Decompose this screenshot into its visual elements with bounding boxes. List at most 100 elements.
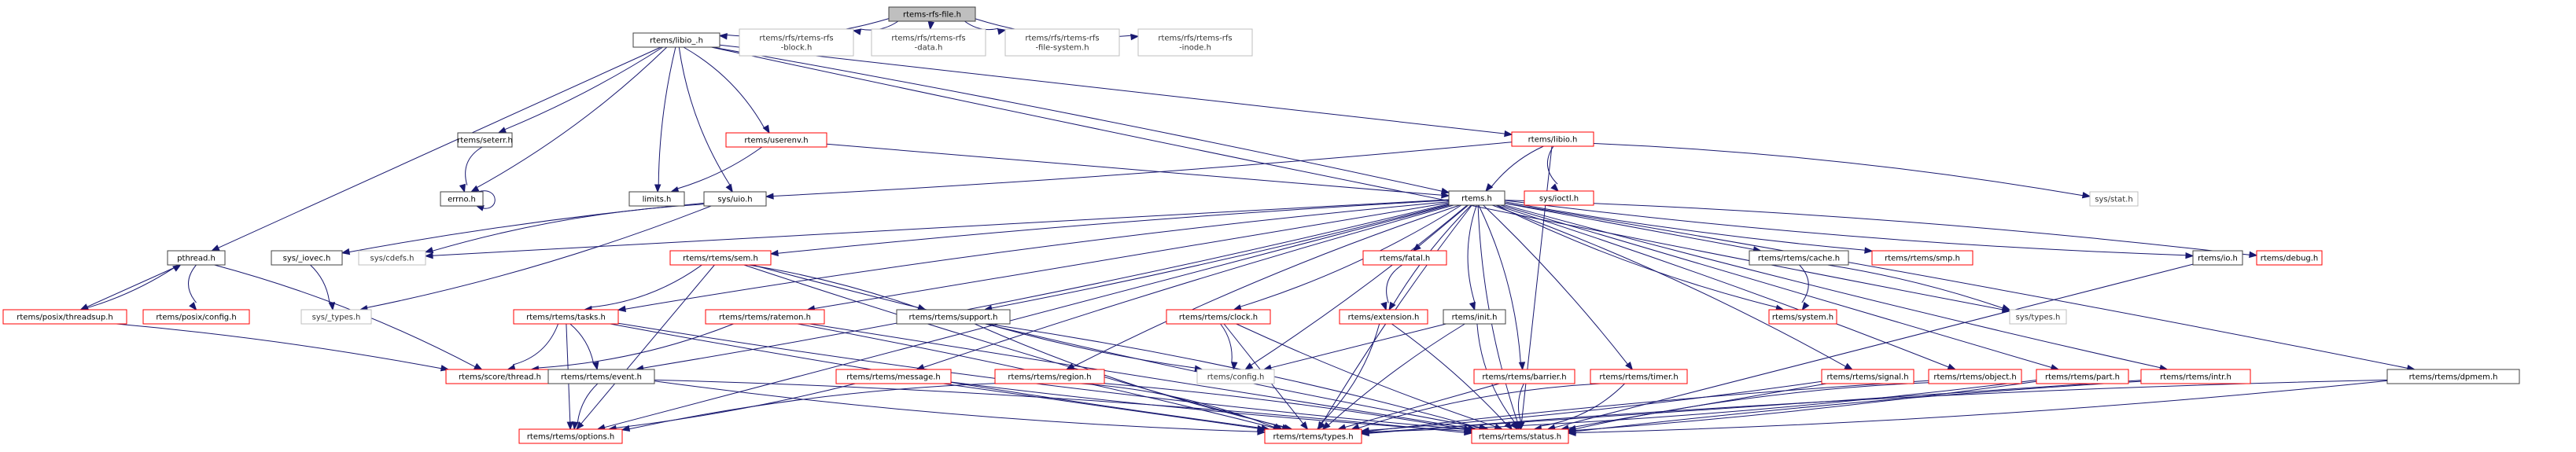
node-threadsup[interactable]: rtems/posix/threadsup.h: [2, 309, 127, 325]
edge-line: [1521, 145, 1553, 423]
edge-line: [1368, 380, 2037, 432]
node-root[interactable]: rtems-rfs-file.h: [888, 6, 976, 22]
node-label: -inode.h: [1179, 44, 1211, 53]
node-io[interactable]: rtems/io.h: [2192, 250, 2243, 266]
node-ratemon[interactable]: rtems/rtems/ratemon.h: [705, 309, 825, 325]
node-clock[interactable]: rtems/rtems/clock.h: [1166, 309, 1271, 325]
node-label: rtems/rfs/rtems-rfs: [891, 35, 965, 43]
node-init[interactable]: rtems/init.h: [1443, 309, 1506, 325]
node-rfs-block: rtems/rfs/rtems-rfs-block.h: [739, 28, 854, 57]
node-box: [1511, 131, 1594, 147]
edges-layer: [79, 18, 2416, 437]
arrowhead-icon: [617, 305, 627, 312]
node-dpmem[interactable]: rtems/rtems/dpmem.h: [2386, 369, 2520, 384]
arrowhead-icon: [592, 361, 599, 371]
edge-line: [643, 203, 1450, 369]
node-label: rtems/rtems/clock.h: [1179, 314, 1258, 322]
arrowhead-icon: [1518, 362, 1526, 371]
node-limits[interactable]: limits.h: [628, 191, 685, 207]
arrowhead-icon: [1360, 429, 1369, 437]
node-sem[interactable]: rtems/rtems/sem.h: [669, 250, 772, 266]
edge-line: [87, 264, 181, 307]
node-signal[interactable]: rtems/rtems/signal.h: [1821, 369, 1914, 384]
node-box: [705, 309, 825, 325]
node-uio[interactable]: sys/uio.h: [703, 191, 767, 207]
edge-libio_-to-errno: [470, 46, 668, 193]
node-box: [2192, 250, 2243, 266]
node-types[interactable]: rtems/rtems/types.h: [1264, 428, 1362, 444]
edge-line: [712, 46, 1443, 192]
node-system[interactable]: rtems/system.h: [1768, 309, 1837, 325]
node-rtems[interactable]: rtems.h: [1448, 190, 1505, 206]
node-label: rtems/rtems/ratemon.h: [719, 314, 811, 322]
node-barrier[interactable]: rtems/rtems/barrier.h: [1473, 369, 1575, 384]
edge-line: [1483, 204, 1628, 365]
node-libio[interactable]: rtems/libio.h: [1511, 131, 1594, 147]
edge-line: [1418, 204, 1469, 247]
node-timer[interactable]: rtems/rtems/timer.h: [1590, 369, 1688, 384]
node-label: rtems/score/thread.h: [459, 373, 541, 382]
node-region[interactable]: rtems/rtems/region.h: [994, 369, 1105, 384]
node-box: [1821, 369, 1914, 384]
edge-line: [617, 322, 1465, 430]
edge-line: [504, 46, 663, 130]
edge-iovec-to-_types: [310, 264, 336, 311]
node-support[interactable]: rtems/rtems/support.h: [896, 309, 1011, 325]
edge-line: [752, 264, 1482, 428]
edge-libio-to-status: [1518, 145, 1553, 431]
node-options[interactable]: rtems/rtems/options.h: [518, 428, 623, 444]
node-box: [2140, 369, 2251, 384]
node-posixcfg[interactable]: rtems/posix/config.h: [142, 309, 250, 325]
node-label: rtems/rtems/options.h: [527, 433, 614, 442]
edge-line: [654, 379, 1465, 433]
edge-rtems-to-signal: [1492, 204, 1854, 370]
node-libio-[interactable]: rtems/libio_.h: [632, 32, 720, 48]
edge-line: [814, 202, 1450, 309]
node-errno[interactable]: errno.h: [440, 191, 484, 207]
edge-line: [1554, 263, 2194, 428]
node-label: -data.h: [915, 44, 943, 53]
node-tasks[interactable]: rtems/rtems/tasks.h: [513, 309, 619, 325]
arrowhead-icon: [1244, 362, 1254, 370]
node-status[interactable]: rtems/rtems/status.h: [1471, 428, 1569, 444]
node-box: [2256, 250, 2323, 266]
node-label: pthread.h: [177, 255, 216, 263]
node-seterr[interactable]: rtems/seterr.h: [457, 132, 513, 148]
node-extension[interactable]: rtems/extension.h: [1339, 309, 1428, 325]
node-debug[interactable]: rtems/debug.h: [2256, 250, 2323, 266]
node-label: rtems-rfs-file.h: [903, 11, 961, 20]
arrowhead-icon: [1440, 187, 1450, 195]
node-fatal[interactable]: rtems/fatal.h: [1362, 250, 1447, 266]
edge-rtems-to-clock: [1233, 204, 1462, 311]
edge-line: [964, 20, 999, 31]
node-ioctl[interactable]: sys/ioctl.h: [1524, 190, 1594, 206]
edge-line: [943, 383, 1259, 429]
node-smp[interactable]: rtems/rtems/smp.h: [1871, 250, 1973, 266]
edge-support-to-config: [986, 323, 1203, 372]
edge-line: [1575, 380, 2037, 431]
node-event[interactable]: rtems/rtems/event.h: [547, 369, 655, 384]
node-label: rtems/io.h: [2198, 255, 2238, 263]
arrowhead-icon: [1485, 182, 1494, 193]
edge-libio_-to-rtems: [712, 46, 1450, 195]
edge-libio_-to-limits: [654, 46, 676, 193]
edge-rtems-to-intr: [1504, 204, 2169, 372]
node-pthread[interactable]: pthread.h: [167, 250, 226, 266]
edge-threadsup-to-pthread: [80, 264, 182, 311]
node-object[interactable]: rtems/rtems/object.h: [1928, 369, 2022, 384]
node-userenv[interactable]: rtems/userenv.h: [725, 132, 827, 148]
edge-line: [465, 146, 483, 186]
node-iovec[interactable]: sys/_iovec.h: [271, 250, 343, 266]
node-intr[interactable]: rtems/rtems/intr.h: [2140, 369, 2251, 384]
edge-extension-to-status: [1391, 323, 1513, 431]
arrowhead-icon: [725, 183, 733, 193]
node-cache[interactable]: rtems/rtems/cache.h: [1749, 250, 1849, 266]
node-message[interactable]: rtems/rtems/message.h: [835, 369, 952, 384]
edge-root-to-rfs_data: [927, 20, 934, 31]
node-box: [835, 369, 952, 384]
edge-line: [1504, 201, 1866, 251]
node-part[interactable]: rtems/rtems/part.h: [2036, 369, 2129, 384]
node-label: sys/uio.h: [717, 196, 752, 204]
node-thread[interactable]: rtems/score/thread.h: [445, 369, 555, 384]
arrowhead-icon: [621, 424, 631, 432]
